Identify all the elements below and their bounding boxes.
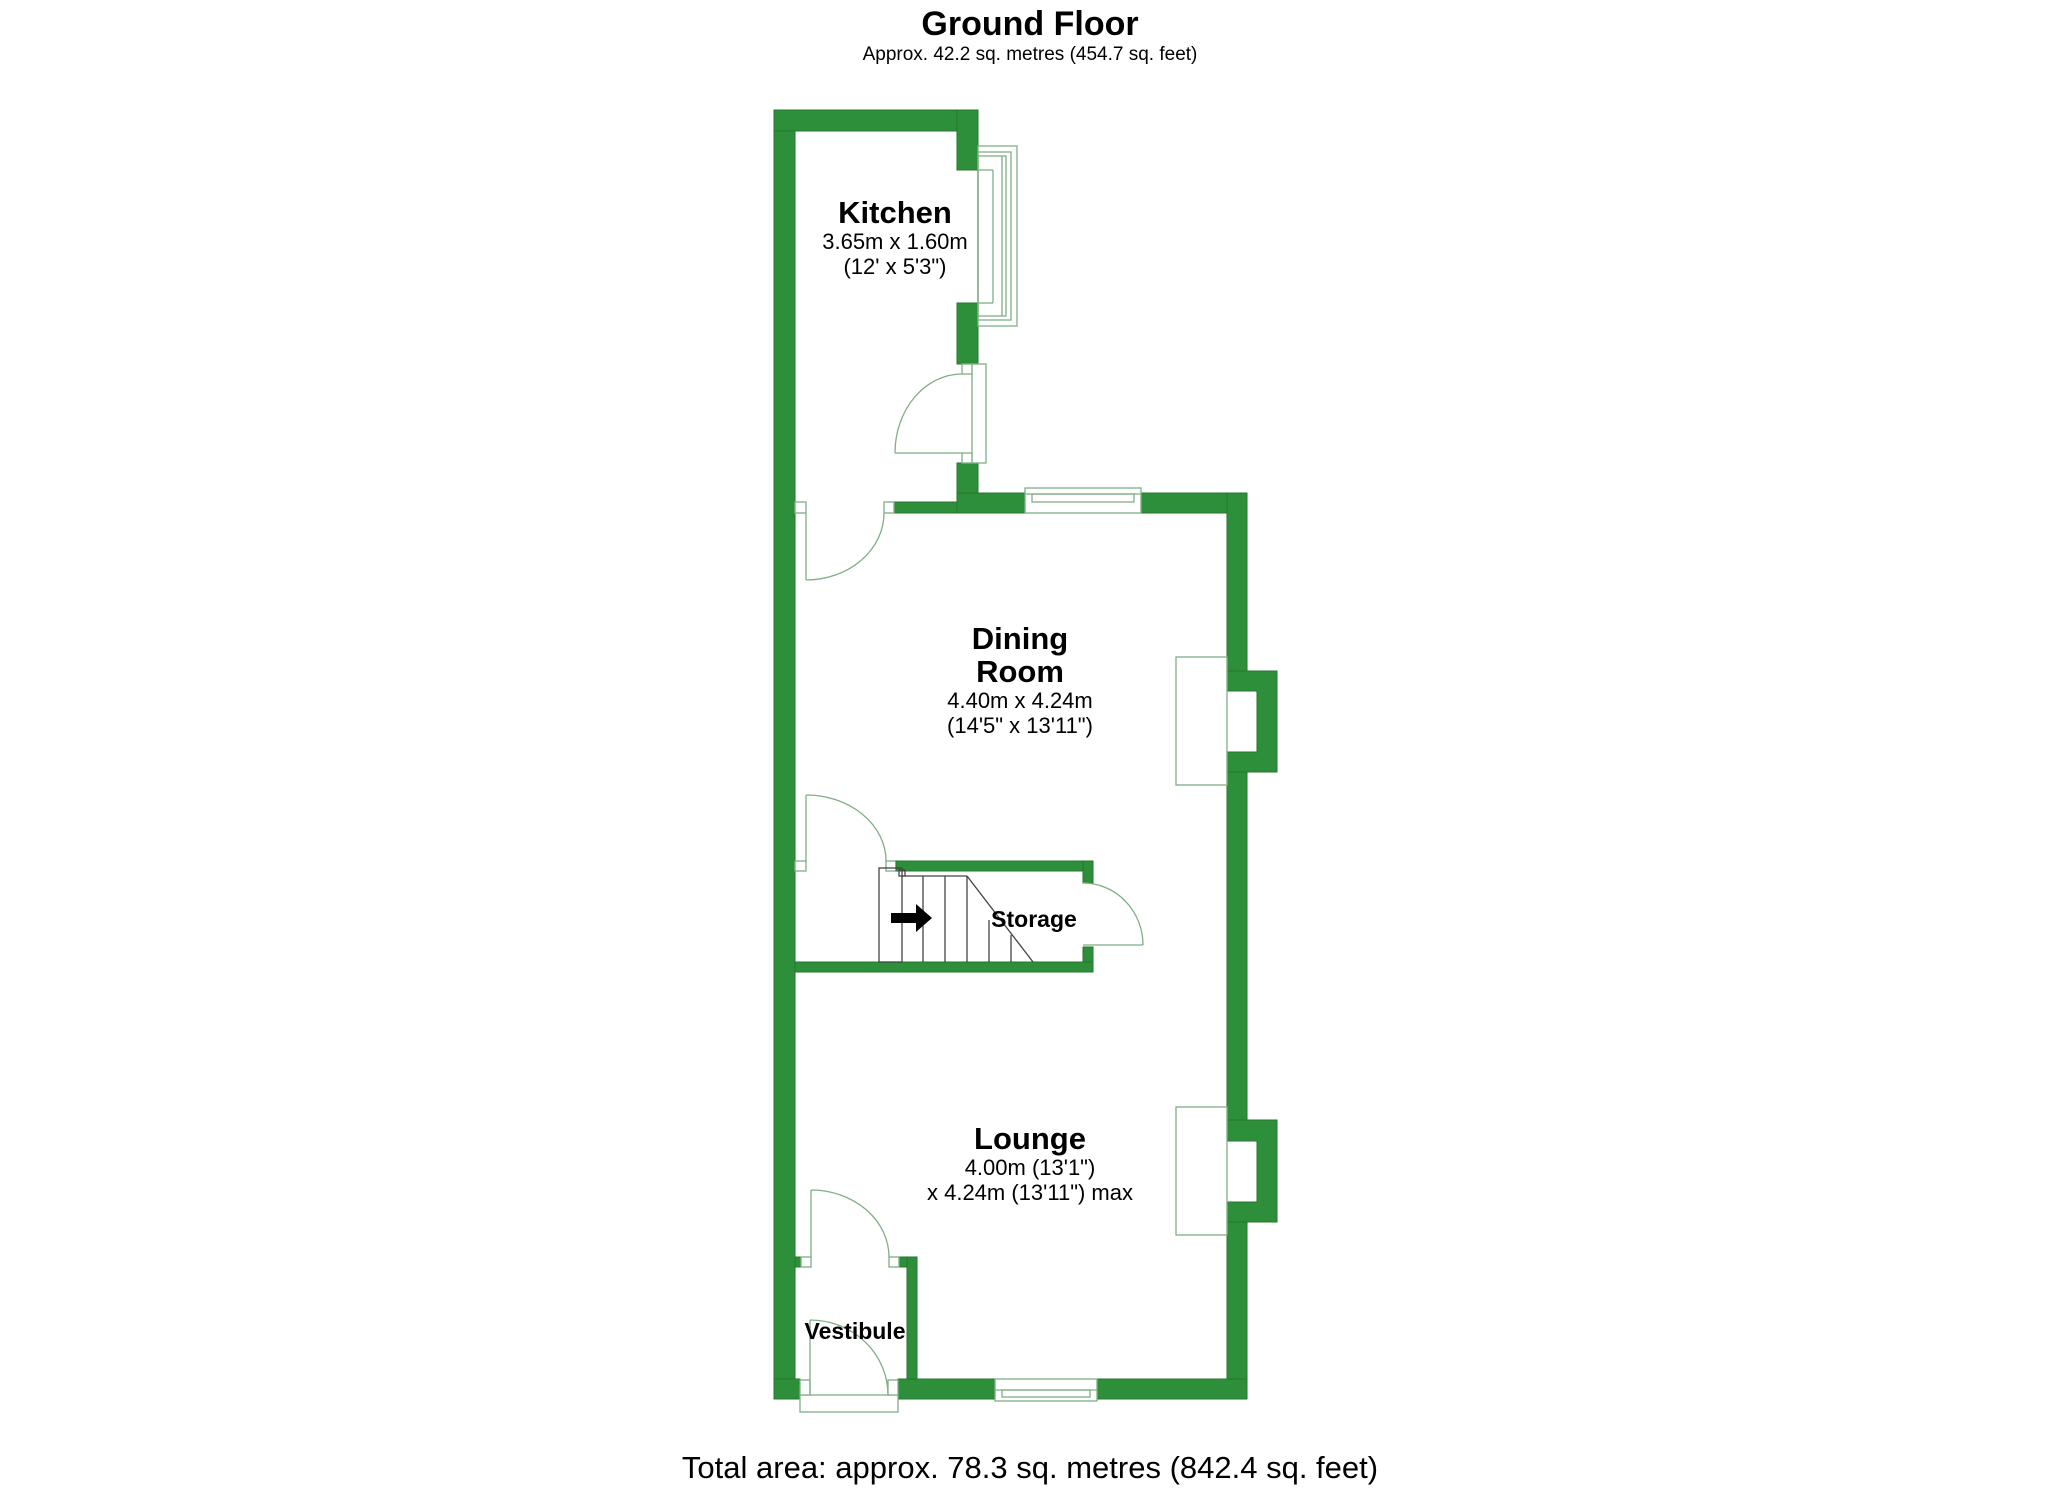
wall-vestibule-top-left — [794, 1256, 802, 1268]
room-dimensions-metric: 4.40m x 4.24m — [947, 688, 1093, 713]
dining-side-door — [794, 794, 897, 872]
wall-bottom-left — [773, 1378, 801, 1400]
room-vestibule: Vestibule — [795, 1318, 915, 1344]
wall-dining-top-inner — [893, 501, 958, 514]
wall-storage-top — [895, 860, 1094, 872]
wall-bottom-right — [1096, 1378, 1248, 1400]
total-area: Total area: approx. 78.3 sq. metres (842… — [681, 1450, 1379, 1485]
wall-kitchen-top — [773, 109, 979, 132]
chimney-breast-lounge — [1226, 1119, 1278, 1223]
wall-left — [773, 109, 796, 1400]
room-name: Lounge — [974, 1121, 1086, 1156]
lounge-window — [994, 1378, 1098, 1402]
wall-right-lower — [1226, 1221, 1248, 1400]
hearth-dining — [1175, 656, 1228, 786]
room-name-line1: Dining — [971, 621, 1069, 656]
wall-storage-right-upper — [1082, 860, 1094, 884]
hearth-lounge — [1175, 1106, 1228, 1236]
kitchen-back-door — [894, 363, 987, 464]
wall-right-middle — [1226, 771, 1248, 1121]
wall-storage-bottom — [794, 961, 1094, 973]
dining-window — [1024, 487, 1142, 514]
vestibule-inner-door — [800, 1189, 900, 1268]
room-name: Kitchen — [838, 195, 952, 230]
room-dimensions-metric: 3.65m x 1.60m — [822, 229, 968, 254]
floor-title: Ground Floor — [921, 5, 1139, 43]
room-dimensions-imperial: (12' x 5'3") — [843, 254, 947, 279]
floor-area-subtitle: Approx. 42.2 sq. metres (454.7 sq. feet) — [862, 44, 1198, 65]
room-dimensions-line2: x 4.24m (13'11") max — [926, 1180, 1133, 1205]
room-name: Vestibule — [804, 1318, 906, 1344]
arrow-right-icon — [891, 904, 932, 932]
room-storage: Storage — [974, 906, 1094, 932]
front-door — [799, 1319, 899, 1413]
room-lounge: Lounge 4.00m (13'1") x 4.24m (13'11") ma… — [880, 1122, 1180, 1205]
room-dimensions-imperial: (14'5" x 13'11") — [947, 713, 1093, 738]
chimney-breast-dining — [1226, 670, 1278, 773]
wall-kitchen-right-upper — [956, 109, 979, 171]
room-name-line2: Room — [976, 654, 1064, 689]
dining-door-from-kitchen — [794, 501, 895, 581]
room-kitchen: Kitchen 3.65m x 1.60m (12' x 5'3") — [795, 196, 995, 279]
wall-right-upper — [1226, 492, 1248, 672]
room-dimensions-line1: 4.00m (13'1") — [964, 1155, 1096, 1180]
room-name: Storage — [991, 906, 1077, 932]
kitchen-window — [977, 145, 1018, 327]
wall-bottom-mid — [897, 1378, 996, 1400]
storage-door — [1082, 882, 1144, 946]
wall-dining-top-left — [956, 492, 1026, 514]
wall-kitchen-right-mid — [956, 302, 979, 365]
room-dining: Dining Room 4.40m x 4.24m (14'5" x 13'11… — [870, 622, 1170, 738]
